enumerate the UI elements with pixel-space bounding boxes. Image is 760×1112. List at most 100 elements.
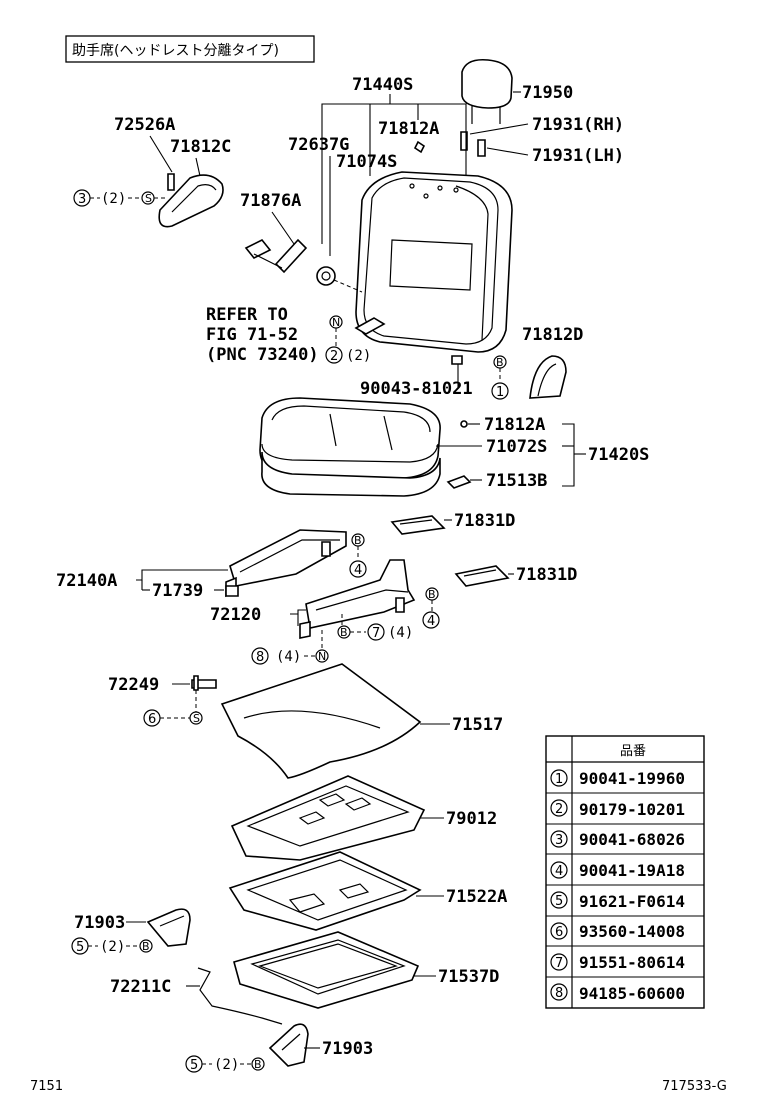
label-71513B: 71513B — [486, 471, 547, 491]
bolt-90043 — [451, 355, 463, 365]
label-72526A: 72526A — [114, 115, 175, 135]
label-71440S: 71440S — [352, 75, 413, 95]
table-row-part: 90179-10201 — [579, 800, 685, 819]
callout-3: 3 — [78, 192, 86, 207]
label-71931-lh: 71931(LH) — [532, 146, 624, 166]
table-row-no: 4 — [555, 864, 563, 879]
table-row-no: 2 — [555, 802, 563, 817]
recliner-knob-part — [316, 266, 336, 286]
callout-8: 8 — [256, 650, 264, 665]
callout-5b-b: B — [254, 1058, 262, 1071]
track-rail-outer — [299, 559, 416, 639]
spacer-71831D-a — [390, 515, 446, 535]
label-refer-1: REFER TO — [206, 305, 288, 325]
label-71903-b: 71903 — [322, 1039, 373, 1059]
callout-3-s: S — [145, 192, 152, 205]
callout-3-qty: (2) — [101, 191, 126, 207]
table-row-part: 93560-14008 — [579, 922, 685, 941]
label-71876A: 71876A — [240, 191, 301, 211]
cover-71903-a — [146, 908, 191, 947]
label-71812D: 71812D — [522, 325, 583, 345]
table-row-part: 90041-19960 — [579, 769, 685, 788]
parts-table: 品番 1 90041-19960 2 90179-10201 3 90041-6… — [545, 735, 705, 1009]
callout-4a-b: B — [354, 534, 362, 547]
label-71420S: 71420S — [588, 445, 649, 465]
label-71950: 71950 — [522, 83, 573, 103]
label-71074S: 71074S — [336, 152, 397, 172]
clip-71812A-mid — [460, 420, 468, 428]
cover-sheet-71517 — [220, 663, 422, 779]
footer-right: 717533-G — [662, 1079, 727, 1094]
label-71537D: 71537D — [438, 967, 499, 987]
label-72140A: 72140A — [56, 571, 117, 591]
table-row-part: 91621-F0614 — [579, 892, 685, 911]
label-71517: 71517 — [452, 715, 503, 735]
lever-71876A — [244, 238, 308, 274]
callout-2-n: N — [332, 316, 340, 329]
callout-7-qty: (4) — [388, 625, 413, 641]
pan-79012 — [230, 775, 426, 861]
callout-1: 1 — [496, 385, 504, 400]
callout-5a: 5 — [76, 940, 84, 955]
label-71812A-mid: 71812A — [484, 415, 545, 435]
cover-71903-b — [268, 1023, 309, 1067]
label-71831D-a: 71831D — [454, 511, 515, 531]
table-row-no: 6 — [555, 925, 563, 940]
callout-4b-b: B — [428, 588, 436, 601]
frame-71522A — [228, 851, 422, 931]
seat-cushion-part — [259, 397, 441, 497]
callout-8-qty: (4) — [276, 649, 301, 665]
callout-7-b: B — [340, 626, 348, 639]
table-row-part: 94185-60600 — [579, 984, 685, 1003]
label-72211C: 72211C — [110, 977, 171, 997]
label-71931-rh: 71931(RH) — [532, 115, 624, 135]
label-71522A: 71522A — [446, 887, 507, 907]
table-row-no: 1 — [555, 772, 563, 787]
label-71739: 71739 — [152, 581, 203, 601]
callout-5a-qty: (2) — [100, 939, 125, 955]
label-71812A-top: 71812A — [378, 119, 439, 139]
table-row-no: 8 — [555, 986, 563, 1001]
callout-5b: 5 — [190, 1058, 198, 1073]
clip-71812A-top — [413, 140, 426, 154]
label-72120: 72120 — [210, 605, 261, 625]
table-row-part: 90041-68026 — [579, 830, 685, 849]
label-refer-2: FIG 71-52 — [206, 325, 298, 345]
label-72637G: 72637G — [288, 135, 349, 155]
table-header: 品番 — [620, 744, 646, 759]
footer-left: 7151 — [30, 1079, 63, 1094]
header-box — [65, 35, 315, 63]
callout-2: 2 — [330, 349, 338, 364]
cover-71812D — [529, 355, 567, 399]
pad-71513B — [446, 475, 472, 489]
bumper-71739 — [225, 585, 239, 597]
recliner-cover-71812C — [158, 173, 224, 228]
callout-7: 7 — [372, 626, 380, 641]
callout-4a: 4 — [354, 563, 362, 578]
label-71812C: 71812C — [170, 137, 231, 157]
table-row-no: 5 — [555, 894, 563, 909]
callout-4b: 4 — [427, 614, 435, 629]
headrest-part — [461, 58, 513, 124]
headrest-guide-lh — [477, 139, 486, 157]
callout-5b-qty: (2) — [214, 1057, 239, 1073]
wire-72211C — [197, 967, 283, 1025]
label-71072S: 71072S — [486, 437, 547, 457]
table-row-no: 7 — [555, 956, 563, 971]
callout-1-b: B — [496, 356, 504, 369]
label-79012: 79012 — [446, 809, 497, 829]
frame-71537D — [233, 931, 420, 1009]
spacer-71831D-b — [454, 565, 510, 587]
callout-6: 6 — [148, 712, 156, 727]
callout-2-qty: (2) — [346, 348, 371, 364]
callout-8-n: N — [318, 650, 326, 663]
label-72249: 72249 — [108, 675, 159, 695]
table-row-no: 3 — [555, 833, 563, 848]
label-90043-81021: 90043-81021 — [360, 379, 473, 399]
callout-6-s: S — [193, 712, 200, 725]
label-71903-a: 71903 — [74, 913, 125, 933]
label-refer-3: (PNC 73240) — [206, 345, 319, 365]
clip-72249 — [191, 675, 217, 691]
callout-5a-b: B — [142, 940, 150, 953]
